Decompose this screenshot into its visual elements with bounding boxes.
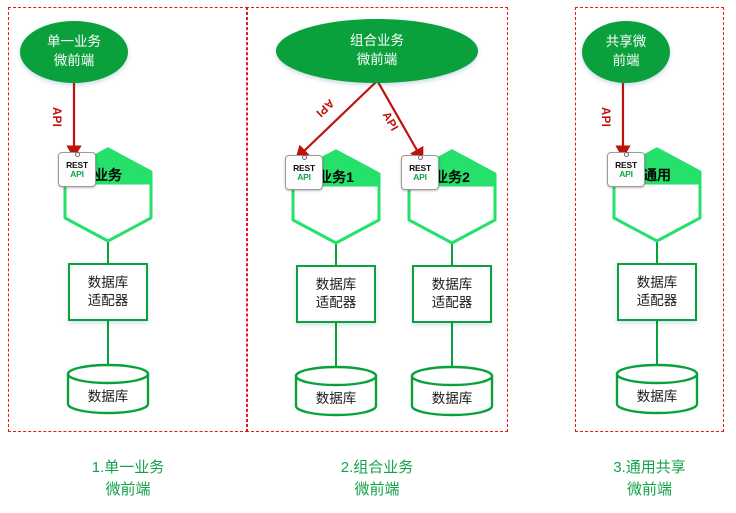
- database-label-p1: 数据库: [87, 389, 129, 404]
- ellipse-line-1: 共享微: [605, 34, 647, 50]
- connector-hex-to-adapter-p2-2: [450, 240, 454, 268]
- connector-hex-to-adapter-p2-1: [334, 240, 338, 268]
- caption-panel-3: 3.通用共享 微前端: [575, 457, 724, 501]
- hexagon-label-p1: 业务: [94, 167, 122, 183]
- rest-api-badge-line-2: API: [619, 168, 633, 179]
- db-adapter-line-2: 适配器: [431, 295, 473, 310]
- badge-anchor-dot: [301, 155, 307, 160]
- caption-panel-2: 2.组合业务 微前端: [246, 457, 508, 501]
- badge-anchor-dot: [623, 152, 629, 157]
- db-adapter-line-1: 数据库: [315, 277, 357, 293]
- database-label-p2-2: 数据库: [431, 391, 473, 406]
- db-adapter-line-1: 数据库: [431, 277, 473, 293]
- badge-anchor-dot: [74, 152, 80, 157]
- rest-api-badge-line-2: API: [70, 168, 84, 179]
- database-label-p2-1: 数据库: [315, 391, 357, 406]
- arrow-label-api-p3: API: [599, 107, 611, 128]
- panel-1-border: [8, 7, 248, 432]
- connector-adapter-to-db-p1: [106, 319, 110, 365]
- ellipse-line-2: 前端: [612, 53, 640, 68]
- caption-p3-line-1: 3.通用共享: [613, 459, 686, 476]
- connector-hex-to-adapter-p1: [106, 238, 110, 266]
- ellipse-line-1: 单一业务: [47, 34, 101, 50]
- db-adapter-box-p3[interactable]: 数据库 适配器: [617, 263, 697, 321]
- hexagon-label-p3: 通用: [643, 167, 671, 183]
- rest-api-badge-p3[interactable]: REST API: [607, 152, 645, 187]
- connector-adapter-to-db-p2-2: [450, 321, 454, 367]
- rest-api-badge-p1[interactable]: REST API: [58, 152, 96, 187]
- ellipse-line-2: 微前端: [53, 53, 95, 68]
- ellipse-line-2: 微前端: [356, 52, 398, 67]
- caption-p3-line-2: 微前端: [626, 480, 672, 498]
- ellipse-line-1: 组合业务: [350, 33, 404, 49]
- caption-p1-line-2: 微前端: [105, 480, 151, 498]
- caption-p1-line-1: 1.单一业务: [91, 459, 165, 476]
- rest-api-badge-line-2: API: [413, 171, 427, 182]
- db-adapter-box-p2-1[interactable]: 数据库 适配器: [296, 265, 376, 323]
- database-label-p3: 数据库: [636, 389, 678, 404]
- panel-2-border: [246, 7, 508, 432]
- rest-api-badge-p2-1[interactable]: REST API: [285, 155, 323, 190]
- ellipse-micro-frontend-p2[interactable]: 组合业务 微前端: [276, 19, 478, 83]
- db-adapter-line-1: 数据库: [87, 275, 129, 291]
- connector-adapter-to-db-p2-1: [334, 321, 338, 367]
- hexagon-label-p2-1: 业务1: [318, 169, 354, 185]
- rest-api-badge-line-1: REST: [615, 159, 637, 170]
- rest-api-badge-p2-2[interactable]: REST API: [401, 155, 439, 190]
- arrow-label-api-p1: API: [50, 107, 62, 128]
- db-adapter-line-2: 适配器: [87, 293, 129, 308]
- caption-p2-line-2: 微前端: [354, 480, 400, 498]
- caption-panel-1: 1.单一业务 微前端: [8, 457, 248, 501]
- db-adapter-line-2: 适配器: [636, 293, 678, 308]
- db-adapter-line-2: 适配器: [315, 295, 357, 310]
- panel-3-border: [575, 7, 724, 432]
- rest-api-badge-line-1: REST: [293, 162, 315, 173]
- database-cylinder-p1[interactable]: 数据库: [66, 363, 150, 415]
- rest-api-badge-line-1: REST: [409, 162, 431, 173]
- db-adapter-box-p1[interactable]: 数据库 适配器: [68, 263, 148, 321]
- hexagon-label-p2-2: 业务2: [434, 169, 470, 185]
- database-cylinder-p2-1[interactable]: 数据库: [294, 365, 378, 417]
- connector-hex-to-adapter-p3: [655, 238, 659, 266]
- database-cylinder-p2-2[interactable]: 数据库: [410, 365, 494, 417]
- db-adapter-line-1: 数据库: [636, 275, 678, 291]
- ellipse-micro-frontend-p1[interactable]: 单一业务 微前端: [20, 21, 128, 83]
- rest-api-badge-line-2: API: [297, 171, 311, 182]
- badge-anchor-dot: [417, 155, 423, 160]
- ellipse-micro-frontend-p3[interactable]: 共享微 前端: [582, 21, 670, 83]
- connector-adapter-to-db-p3: [655, 319, 659, 365]
- caption-p2-line-1: 2.组合业务: [340, 459, 414, 476]
- database-cylinder-p3[interactable]: 数据库: [615, 363, 699, 415]
- db-adapter-box-p2-2[interactable]: 数据库 适配器: [412, 265, 492, 323]
- rest-api-badge-line-1: REST: [66, 159, 88, 170]
